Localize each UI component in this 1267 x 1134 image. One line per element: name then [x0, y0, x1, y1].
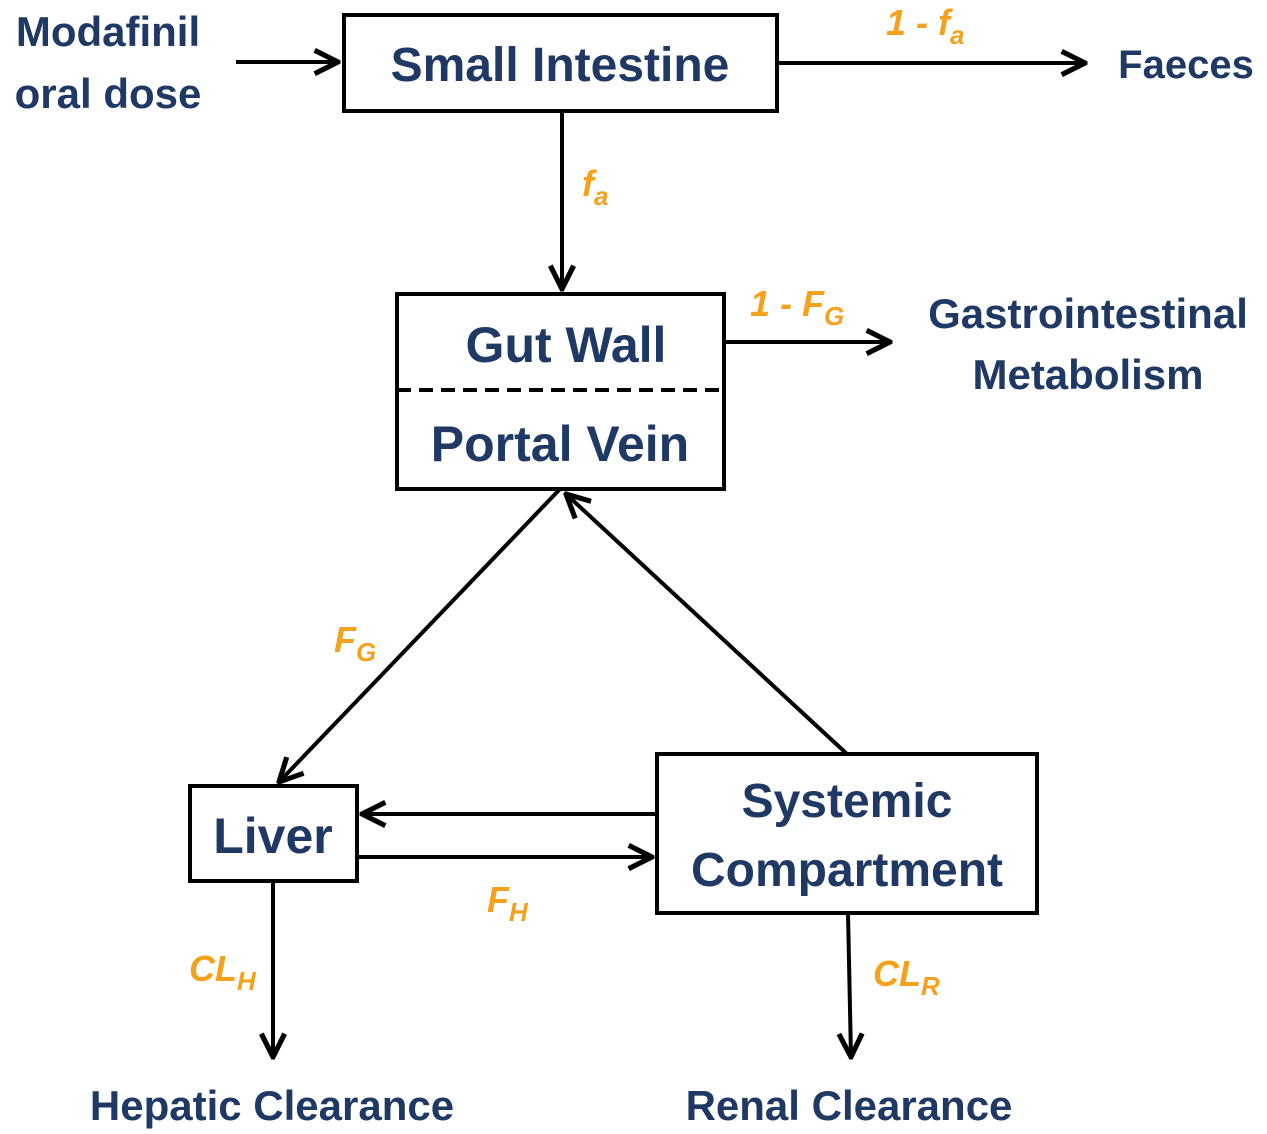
label-gut-to-liver: FG	[334, 619, 376, 667]
modafinil-label-line2: oral dose	[15, 70, 202, 117]
gi-metabolism-label-line2: Metabolism	[972, 351, 1203, 398]
modafinil-label-line1: Modafinil	[16, 8, 200, 55]
label-liver-to-systemic: FH	[487, 879, 529, 927]
renal-clearance-label: Renal Clearance	[686, 1082, 1013, 1129]
systemic-label-line2: Compartment	[691, 844, 1003, 897]
label-absorbed-fraction: fa	[582, 163, 608, 211]
gi-metabolism-label-line1: Gastrointestinal	[928, 290, 1248, 337]
systemic-compartment-box	[655, 752, 1039, 915]
systemic-to-portal-vein-arrow	[566, 494, 849, 756]
portal-vein-to-liver-arrow	[279, 487, 562, 782]
hepatic-clearance-label: Hepatic Clearance	[90, 1082, 454, 1129]
gut-wall-label: Gut Wall	[466, 317, 667, 373]
label-renal-clearance: CLR	[873, 953, 940, 1001]
portal-vein-label: Portal Vein	[431, 416, 689, 472]
systemic-to-renal-clearance-arrow	[848, 912, 851, 1057]
label-hepatic-clearance: CLH	[189, 948, 257, 996]
small-intestine-box	[342, 13, 779, 113]
label-gut-metabolism: 1 - FG	[750, 283, 844, 331]
faeces-label: Faeces	[1118, 43, 1254, 87]
systemic-label-line1: Systemic	[742, 775, 953, 828]
liver-label: Liver	[213, 808, 333, 864]
label-unabsorbed-fraction: 1 - fa	[886, 2, 964, 50]
small-intestine-label: Small Intestine	[391, 39, 730, 92]
